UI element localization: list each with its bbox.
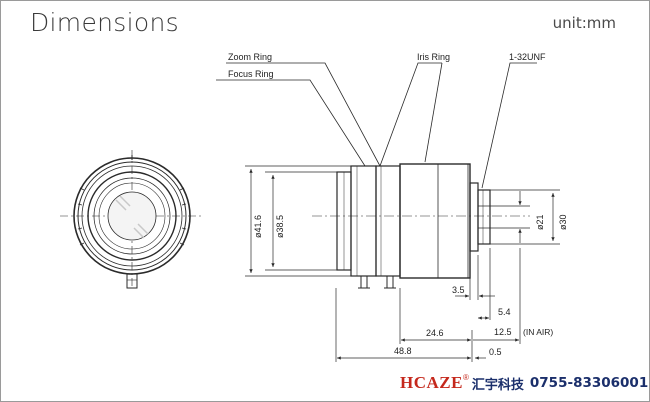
callout-zoom-ring: Zoom Ring	[228, 52, 272, 62]
callout-mount-thread: 1-32UNF	[509, 52, 546, 62]
callout-leaders	[216, 62, 537, 189]
dim-outer-diameter: ø41.6	[253, 215, 263, 238]
callout-focus-ring: Focus Ring	[228, 69, 274, 79]
dim-length-12-5: 12.5	[494, 327, 512, 337]
front-view	[60, 150, 204, 289]
dim-in-air-note: (IN AIR)	[523, 327, 553, 337]
company-phone: 0755-83306001	[529, 375, 649, 391]
dim-diameter-21: ø21	[535, 214, 545, 230]
diameter-dimensions	[245, 165, 560, 277]
dim-length-5-4: 5.4	[498, 307, 511, 317]
dim-diameter-30: ø30	[558, 214, 568, 230]
dim-length-3-5: 3.5	[452, 285, 465, 295]
dim-length-24-6: 24.6	[426, 328, 444, 338]
dim-length-48-8: 48.8	[394, 346, 412, 356]
brand-logo: HCAZE	[400, 373, 463, 392]
unit-label: unit:mm	[552, 14, 616, 32]
company-name: 汇宇科技	[471, 377, 524, 393]
callout-iris-ring: Iris Ring	[417, 52, 450, 62]
dim-inner-diameter: ø38.5	[275, 215, 285, 238]
side-view	[312, 163, 530, 289]
length-dimensions	[335, 248, 521, 362]
registered-mark: ®	[462, 372, 469, 382]
dim-length-0-5: 0.5	[489, 347, 502, 357]
page-title: Dimensions	[30, 8, 179, 37]
company-footer: HCAZE ® 汇宇科技 0755-83306001	[400, 372, 648, 394]
